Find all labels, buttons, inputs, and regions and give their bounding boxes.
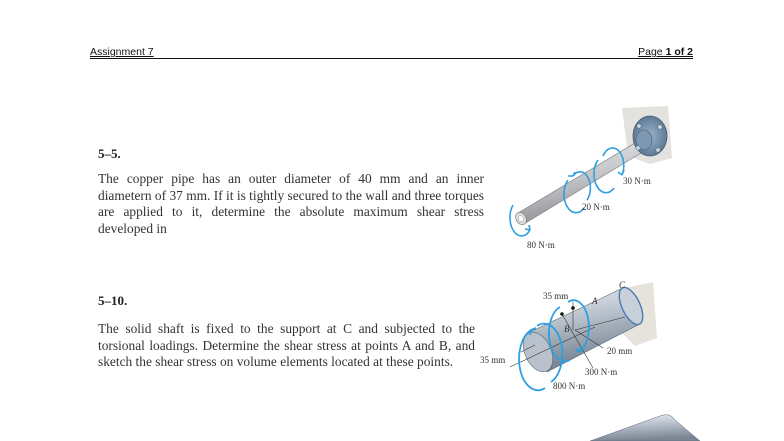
- point-label-c: C: [619, 280, 626, 290]
- point-a: [571, 306, 575, 310]
- dimension-label-35-left: 35 mm: [480, 355, 505, 365]
- problem-number-5-5: 5–5.: [98, 146, 121, 161]
- point-b: [560, 312, 564, 316]
- problem-number-5-10: 5–10.: [98, 293, 128, 308]
- dimension-lines: [509, 302, 626, 369]
- page-indicator: Page 1 of 2: [638, 46, 693, 58]
- next-figure-partial: [590, 414, 700, 441]
- page-current: 1: [665, 46, 672, 58]
- torque-label-30: 30 N·m: [623, 176, 651, 186]
- torque-arrow-20: [563, 179, 585, 214]
- point-label-a: A: [591, 296, 598, 306]
- torque-arrow-800: [518, 329, 546, 392]
- solid-shaft-figure: 35 mm A C B 20 mm 35 mm 300 N·m 800 N·m: [480, 280, 657, 392]
- copper-pipe-figure: 30 N·m 20 N·m 80 N·m: [509, 106, 672, 250]
- pipe-shaft: [515, 139, 647, 225]
- torque-label-20: 20 N·m: [582, 202, 610, 212]
- page-header: Assignment 7 Page 1 of 2: [90, 44, 693, 59]
- torque-label-300: 300 N·m: [585, 367, 617, 377]
- torque-arrow-300: [548, 306, 571, 363]
- problem-text-5-5: The copper pipe has an outer diameter of…: [98, 171, 484, 236]
- page-prefix: Page: [638, 46, 666, 58]
- torque-arrows: [509, 147, 625, 237]
- problem-text-5-10: The solid shaft is fixed to the support …: [98, 321, 475, 369]
- dimension-label-35-top: 35 mm: [543, 291, 568, 301]
- point-label-b: B: [564, 324, 570, 334]
- torque-arrows: [518, 299, 590, 392]
- dimension-label-20: 20 mm: [607, 346, 632, 356]
- torque-label-800: 800 N·m: [553, 381, 585, 391]
- torque-arrow-30: [593, 159, 615, 194]
- wall-flange: [632, 115, 668, 157]
- shaft-body: [522, 286, 644, 373]
- torque-label-80: 80 N·m: [527, 240, 555, 250]
- page-of: of: [671, 46, 688, 58]
- assignment-title: Assignment 7: [90, 46, 154, 58]
- torque-arrow-80: [509, 204, 531, 237]
- page-total: 2: [687, 46, 693, 58]
